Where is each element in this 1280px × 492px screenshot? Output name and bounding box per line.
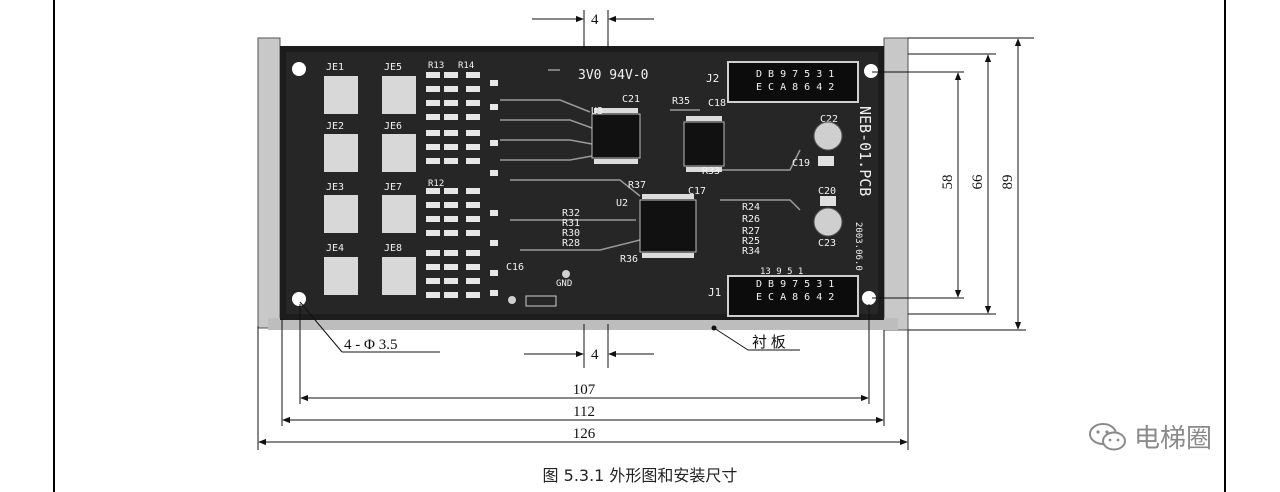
wechat-icon — [1089, 422, 1126, 450]
resistor-label-r28: R28 — [562, 238, 580, 249]
resistor-label-r26: R26 — [742, 214, 760, 225]
logo-box — [525, 295, 557, 307]
electrolytic-cap — [813, 121, 843, 151]
resistor-labels: R13 R14 R12 — [428, 61, 474, 189]
pcb-traces — [500, 69, 801, 251]
dim-66-value: 66 — [970, 174, 986, 190]
chip-label-u2: U2 — [616, 198, 628, 209]
dim-112-value: 112 — [573, 404, 595, 420]
watermark: 电梯圈 — [1088, 418, 1212, 455]
cap-label-c21: C21 — [622, 94, 640, 105]
jumper-label-je4: JE4 — [326, 243, 344, 254]
resistor-label-r36: R36 — [620, 254, 638, 265]
resistor-label-r27: R27 — [742, 226, 760, 237]
jumper-block — [324, 76, 358, 114]
board-name: NEB-01.PCB — [856, 106, 874, 196]
cap-label-c23: C23 — [818, 238, 836, 249]
dim-126-value: 126 — [573, 426, 596, 442]
connector-j1 — [727, 275, 859, 317]
connector-j2-row2: E C A 8 6 4 2 — [756, 82, 834, 93]
gnd-pad — [562, 270, 570, 278]
jumper-block — [382, 195, 416, 233]
board-date: 2003.06.0 — [853, 222, 863, 271]
resistor-label-r31: R31 — [562, 218, 580, 229]
resistor-label-r24: R24 — [742, 202, 760, 213]
backplate-left-rail — [257, 37, 281, 329]
ul-marking: 3V0 94V-0 — [578, 68, 648, 83]
right-frame-line — [1224, 0, 1226, 492]
jumper-group: JE1 JE5 JE2 JE6 JE3 JE7 JE4 JE8 — [324, 62, 416, 295]
mount-hole-bottom-left — [292, 292, 306, 306]
resistor-label-r25: R25 — [742, 236, 760, 247]
small-cap — [820, 196, 836, 206]
jumper-block — [324, 257, 358, 295]
backplate-bottom-edge — [268, 318, 898, 330]
bottom-gap-value: 4 — [591, 347, 599, 363]
chip-u2 — [639, 199, 697, 253]
jumper-block — [382, 76, 416, 114]
connector-j1-pins: 13 9 5 1 — [760, 267, 803, 277]
jumper-label-je3: JE3 — [326, 182, 344, 193]
connector-j1-label: J1 — [708, 286, 721, 299]
resistor-label-r32: R32 — [562, 208, 580, 219]
chip-label-u3: U3 — [591, 106, 603, 117]
resistor-label: R14 — [458, 61, 474, 71]
connector-j1-row2: E C A 8 6 4 2 — [756, 292, 834, 303]
jumper-label-je8: JE8 — [384, 243, 402, 254]
mount-hole-top-left — [292, 62, 306, 76]
smd-resistor-array — [426, 72, 498, 298]
resistor-label-r33: R33 — [702, 166, 720, 177]
jumper-label-je2: JE2 — [326, 121, 344, 132]
component-labels: C21 R35 C18 R33 R37 C17 R32 R31 R30 R28 … — [506, 94, 838, 273]
connector-j2-label: J2 — [706, 72, 719, 85]
cap-label-c18: C18 — [708, 98, 726, 109]
cap-label-c19: C19 — [792, 158, 810, 169]
jumper-label-je1: JE1 — [326, 62, 344, 73]
resistor-label-r37: R37 — [628, 180, 646, 191]
jumper-label-je7: JE7 — [384, 182, 402, 193]
resistor-label-r30: R30 — [562, 228, 580, 239]
dim-58-value: 58 — [940, 175, 956, 190]
connector-j2 — [727, 61, 859, 103]
jumper-block — [324, 195, 358, 233]
jumper-block — [382, 134, 416, 172]
jumper-block — [382, 257, 416, 295]
left-frame-line — [53, 0, 55, 492]
jumper-label-je6: JE6 — [384, 121, 402, 132]
connector-j2-row1: D B 9 7 5 3 1 — [756, 69, 834, 80]
mount-hole-top-right — [864, 64, 878, 78]
resistor-label: R13 — [428, 61, 444, 71]
watermark-text: 电梯圈 — [1134, 424, 1213, 454]
resistor-label-r34: R34 — [742, 246, 760, 257]
chip-pins — [594, 108, 722, 258]
mount-hole-bottom-right — [862, 291, 876, 305]
cap-label-c22: C22 — [820, 114, 838, 125]
backplate-label: 衬 板 — [752, 333, 786, 351]
figure-caption: 图 5.3.1 外形图和安装尺寸 — [542, 466, 738, 485]
electrolytic-cap — [813, 207, 843, 237]
resistor-label-r35: R35 — [672, 96, 690, 107]
backplate-leader — [713, 327, 749, 351]
resistor-label: R12 — [428, 179, 444, 189]
fiducial — [508, 296, 516, 304]
jumper-block — [324, 134, 358, 172]
backplate-right-rail — [883, 37, 909, 331]
top-gap-value: 4 — [591, 12, 599, 28]
chip-u3 — [591, 113, 641, 159]
cap-label-c20: C20 — [818, 186, 836, 197]
cap-label-c16: C16 — [506, 262, 524, 273]
dim-107-value: 107 — [573, 382, 596, 398]
small-cap — [818, 156, 834, 166]
cap-label-c17: C17 — [688, 186, 706, 197]
dim-89-value: 89 — [1000, 175, 1016, 190]
chip-side — [683, 121, 725, 167]
hole-callout-leader — [299, 301, 343, 353]
connector-j1-row1: D B 9 7 5 3 1 — [756, 279, 834, 290]
jumper-label-je5: JE5 — [384, 62, 402, 73]
gnd-label: GND — [556, 279, 572, 289]
hole-callout-text: 4 - Φ 3.5 — [344, 337, 397, 353]
